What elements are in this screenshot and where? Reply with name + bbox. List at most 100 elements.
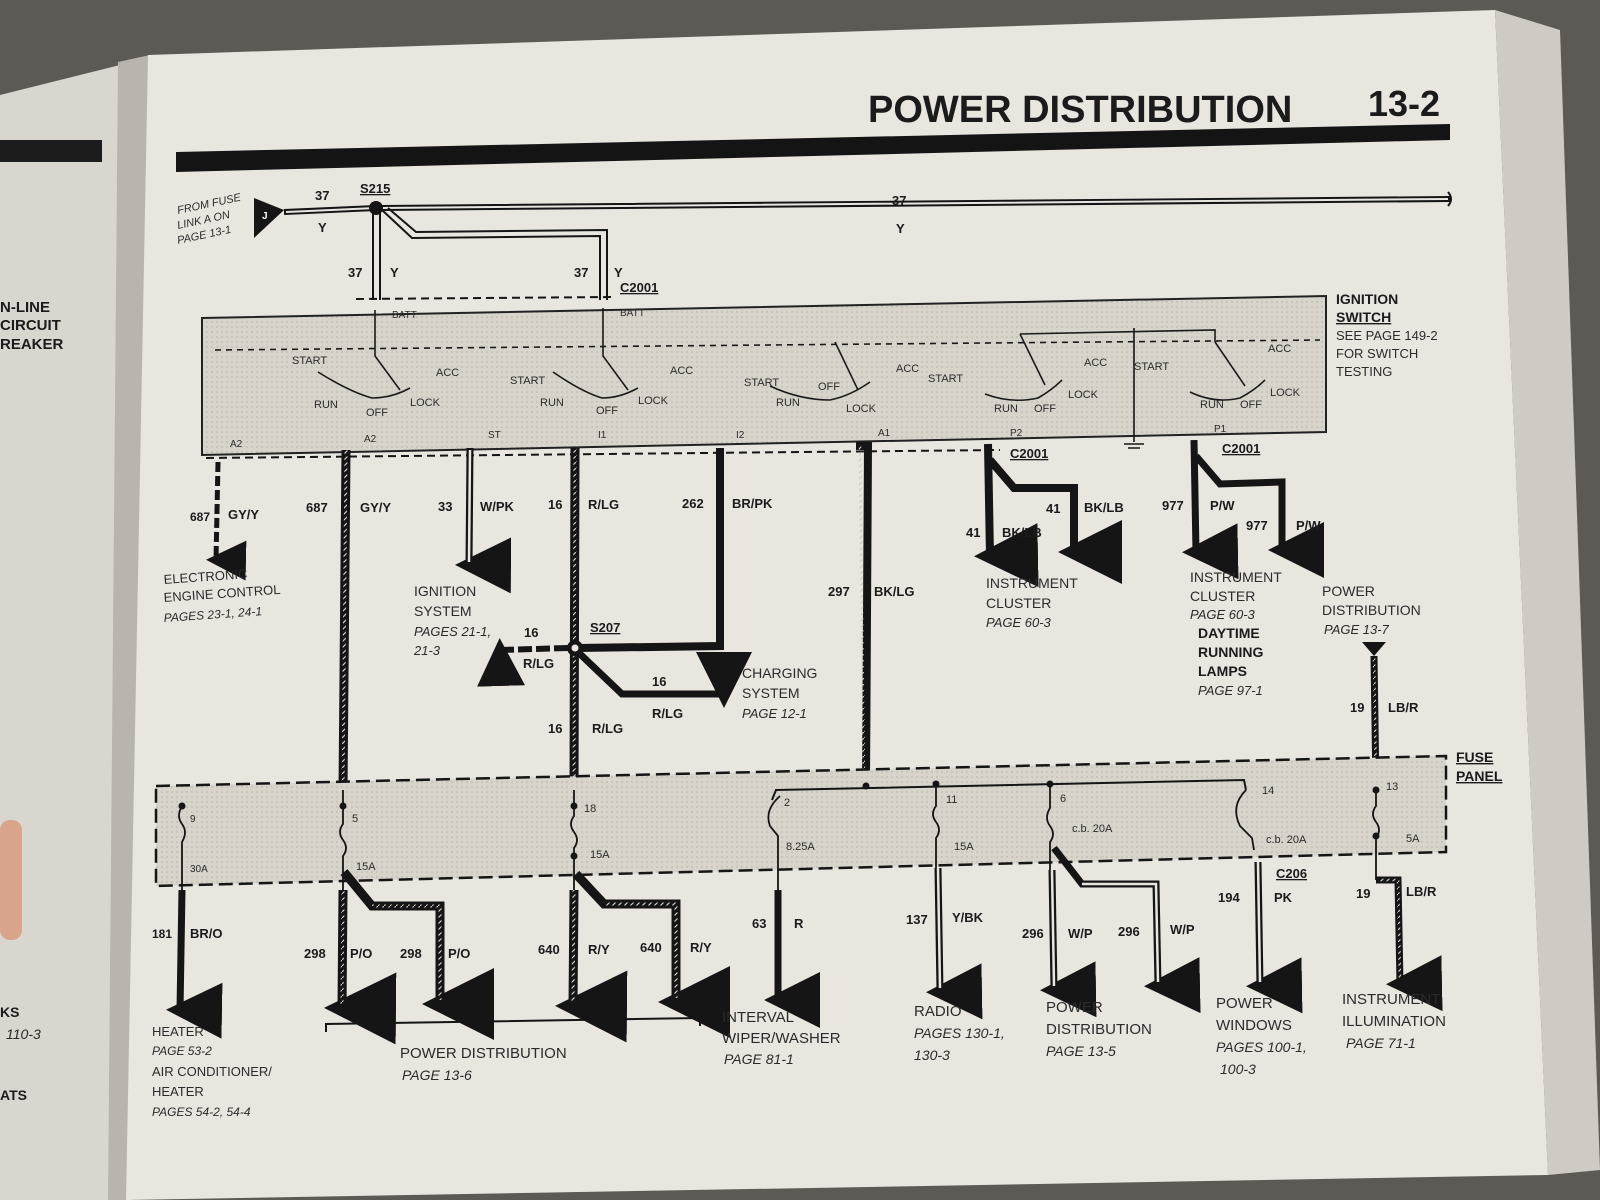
svg-text:AIR CONDITIONER/: AIR CONDITIONER/	[152, 1064, 272, 1079]
svg-text:LOCK: LOCK	[638, 395, 669, 407]
svg-text:START: START	[292, 355, 327, 367]
w181-num: 181	[152, 927, 172, 941]
left-page-rule	[0, 140, 102, 162]
w640-num-a: 640	[538, 942, 560, 957]
svg-text:P2: P2	[1010, 428, 1023, 439]
w977-color-a: P/W	[1210, 498, 1235, 513]
svg-text:CHARGING: CHARGING	[742, 665, 817, 681]
wire-37-color-a: Y	[318, 220, 327, 235]
svg-text:30A: 30A	[190, 864, 208, 875]
wire-37-num-c: 37	[348, 265, 362, 280]
w16-color-d: R/LG	[592, 721, 623, 736]
w298-num-b: 298	[400, 946, 422, 961]
svg-text:ACC: ACC	[1268, 343, 1291, 355]
svg-text:POWER: POWER	[1046, 999, 1103, 1016]
svg-text:13: 13	[1386, 781, 1398, 793]
w296-num-a: 296	[1022, 926, 1044, 941]
fuse-bus	[771, 778, 1247, 801]
svg-text:WIPER/WASHER: WIPER/WASHER	[722, 1030, 841, 1047]
w181-color: BR/O	[190, 926, 223, 941]
w137-color: Y/BK	[952, 910, 984, 925]
w977-color-b: P/W	[1296, 518, 1321, 533]
svg-text:11: 11	[946, 794, 957, 806]
w33-color: W/PK	[480, 499, 515, 514]
w16-color-a: R/LG	[588, 497, 619, 512]
switch-contacts	[214, 308, 1321, 402]
svg-text:ACC: ACC	[896, 363, 919, 375]
svg-text:ACC: ACC	[436, 367, 459, 379]
svg-text:ATS: ATS	[0, 1087, 27, 1103]
bracket-pd-13-6	[325, 1016, 701, 1032]
w16-num-d: 16	[548, 721, 562, 736]
svg-text:POWER DISTRIBUTION: POWER DISTRIBUTION	[400, 1045, 567, 1062]
svg-text:15A: 15A	[356, 861, 376, 873]
svg-text:c.b. 20A: c.b. 20A	[1072, 823, 1113, 835]
fuse-panel-box	[154, 754, 1448, 888]
svg-text:ACC: ACC	[670, 365, 693, 377]
batt-label-2: BATT	[620, 308, 645, 319]
svg-text:A2: A2	[230, 439, 243, 450]
w16-num-b: 16	[524, 625, 538, 640]
svg-text:ST: ST	[488, 430, 501, 441]
page-edge	[1495, 10, 1600, 1175]
wire-37-num-b: 37	[892, 193, 906, 208]
w16-num-a: 16	[548, 497, 562, 512]
fuse-labels: 9 30A 5 15A 18 15A 2 8.25A 11 15A 6 c.b.…	[190, 781, 1420, 875]
svg-text:PAGE 60-3: PAGE 60-3	[986, 615, 1052, 630]
svg-text:J: J	[262, 211, 268, 222]
dest-illumination: INSTRUMENT ILLUMINATION PAGE 71-1	[1342, 991, 1446, 1051]
splice-s215-label: S215	[360, 181, 390, 196]
svg-text:110-3: 110-3	[6, 1026, 41, 1042]
dest-windows: POWER WINDOWS PAGES 100-1, 100-3	[1216, 995, 1307, 1077]
fuse-dots	[178, 780, 1380, 860]
svg-text:SYSTEM: SYSTEM	[742, 685, 800, 701]
w41-num-b: 41	[966, 525, 980, 540]
svg-text:DAYTIME: DAYTIME	[1198, 625, 1260, 641]
wire-37-drops	[372, 207, 608, 300]
svg-text:IGNITION: IGNITION	[414, 583, 476, 599]
dest-cluster-2: INSTRUMENT CLUSTER PAGE 60-3 DAYTIME RUN…	[1190, 569, 1282, 698]
svg-text:14: 14	[1262, 785, 1274, 797]
svg-text:POWER: POWER	[1216, 995, 1273, 1012]
svg-text:OFF: OFF	[1034, 403, 1056, 415]
w977-num-b: 977	[1246, 518, 1268, 533]
batt-label-1: BATT	[392, 310, 417, 321]
svg-text:8.25A: 8.25A	[786, 841, 815, 853]
svg-text:PAGE 12-1: PAGE 12-1	[742, 706, 807, 721]
left-page-shadow	[108, 55, 150, 1200]
wire-37-num-a: 37	[315, 188, 329, 203]
w137-num: 137	[906, 912, 928, 927]
w33-num: 33	[438, 499, 452, 514]
w194-num: 194	[1218, 890, 1240, 905]
svg-text:LOCK: LOCK	[846, 403, 877, 415]
svg-text:START: START	[1134, 361, 1169, 373]
svg-text:N-LINE: N-LINE	[0, 299, 50, 316]
svg-text:CLUSTER: CLUSTER	[986, 595, 1051, 611]
switch-terminal-labels: A2 A2 ST I1 I2 A1 P2 P1	[230, 424, 1227, 450]
w41-num-a: 41	[1046, 501, 1060, 516]
w297-color: BK/LG	[874, 584, 914, 599]
svg-text:INSTRUMENT: INSTRUMENT	[1190, 569, 1282, 585]
left-page	[0, 60, 140, 1200]
svg-text:HEATER: HEATER	[152, 1024, 204, 1039]
svg-text:OFF: OFF	[1240, 399, 1262, 411]
w687-color-b: GY/Y	[360, 500, 391, 515]
svg-text:21-3: 21-3	[413, 643, 441, 658]
dest-pd-13-6: POWER DISTRIBUTION PAGE 13-6	[400, 1045, 567, 1083]
svg-text:START: START	[928, 373, 963, 385]
connector-c206: C206	[1276, 866, 1307, 881]
svg-text:PAGES 100-1,: PAGES 100-1,	[1216, 1039, 1307, 1055]
w19-num-a: 19	[1350, 700, 1364, 715]
w298-color-b: P/O	[448, 946, 470, 961]
w296-num-b: 296	[1118, 924, 1140, 939]
svg-text:TESTING: TESTING	[1336, 364, 1392, 379]
left-page-text: N-LINE CIRCUIT REAKER KS 110-3 ATS	[0, 299, 64, 1103]
svg-text:100-3: 100-3	[1220, 1061, 1256, 1077]
svg-text:PAGES 54-2, 54-4: PAGES 54-2, 54-4	[152, 1105, 251, 1119]
w194-color: PK	[1274, 890, 1293, 905]
svg-text:OFF: OFF	[366, 407, 388, 419]
wire-37-color-c: Y	[390, 265, 399, 280]
svg-text:PAGE 71-1: PAGE 71-1	[1346, 1035, 1416, 1051]
svg-text:INTERVAL: INTERVAL	[722, 1009, 794, 1026]
